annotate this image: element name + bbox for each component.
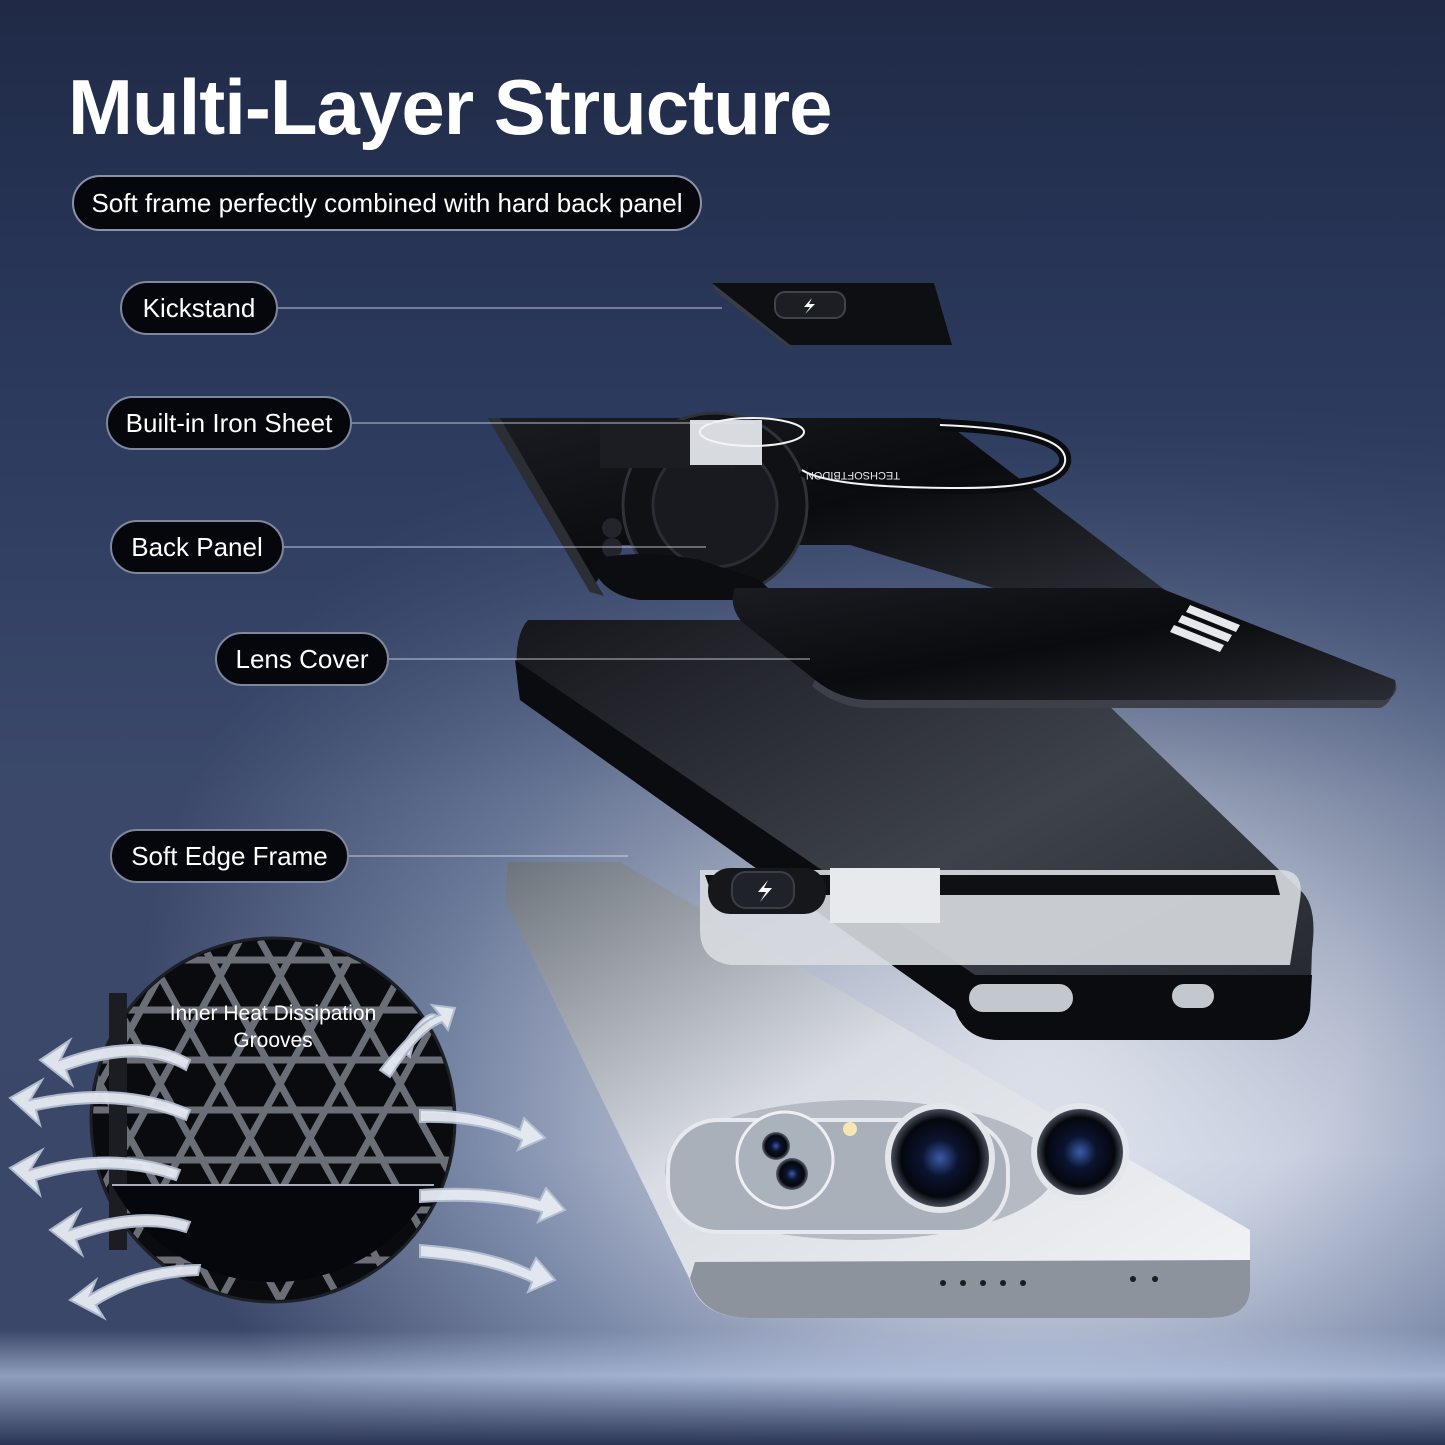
floor-glow — [0, 1330, 1445, 1445]
heat-dissipation-caption: Inner Heat Dissipation Grooves — [135, 1000, 411, 1054]
iron-sheet-ring: TECHSOFTBIDON — [699, 417, 1072, 495]
lens-cover — [732, 588, 1397, 708]
ring-engraving: TECHSOFTBIDON — [806, 469, 900, 481]
heat-caption-line1: Inner Heat Dissipation — [169, 1002, 377, 1025]
back-panel — [488, 411, 1165, 600]
kickstand — [712, 283, 952, 352]
magnet-icon — [758, 880, 772, 902]
airflow-arrow-icon — [8, 1003, 567, 1321]
label-built-in-iron-sheet: Built-in Iron Sheet — [106, 396, 352, 450]
magnet-icon — [804, 298, 815, 314]
label-lens-cover: Lens Cover — [215, 632, 389, 686]
page-title: Multi-Layer Structure — [68, 63, 832, 151]
heat-dissipation-badge — [89, 936, 457, 1304]
label-kickstand: Kickstand — [120, 281, 278, 335]
phone-body — [505, 862, 1250, 1318]
label-soft-edge-frame: Soft Edge Frame — [110, 829, 349, 883]
label-back-panel: Back Panel — [110, 520, 284, 574]
subtitle-pill: Soft frame perfectly combined with hard … — [72, 175, 702, 231]
soft-edge-frame — [515, 620, 1314, 1040]
heat-caption-line2: Grooves — [233, 1029, 313, 1052]
